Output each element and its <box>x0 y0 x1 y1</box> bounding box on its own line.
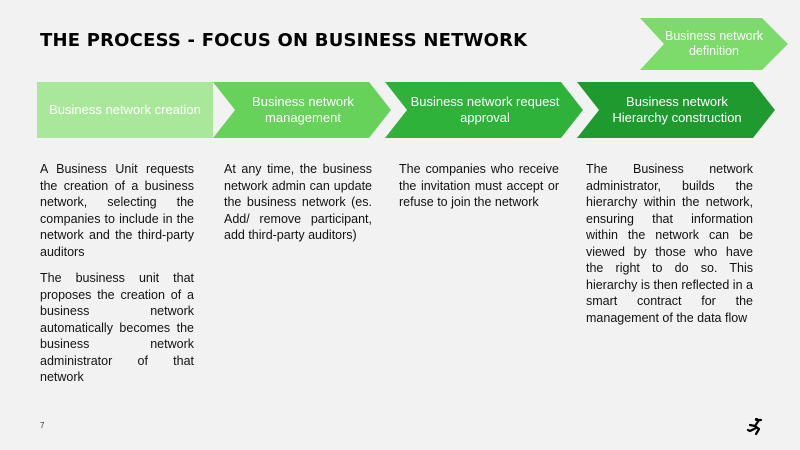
process-step-1-shape <box>37 82 213 138</box>
step-1-paragraph-2: The business unit that proposes the crea… <box>40 271 194 384</box>
process-step-3-label: Business network request approval <box>410 94 560 125</box>
process-step-2-label: Business network management <box>252 94 354 125</box>
page-number: 7 <box>40 421 45 430</box>
corner-arrow-business-network-definition: Business network definition <box>640 18 788 70</box>
step-4-description: The Business network administrator, buil… <box>586 161 753 336</box>
process-step-1-label: Business network creation <box>49 102 201 117</box>
running-figure-icon <box>744 417 764 437</box>
step-3-paragraph-1: The companies who receive the invitation… <box>399 162 559 209</box>
step-2-paragraph-1: At any time, the business network admin … <box>224 162 372 242</box>
process-step-3-shape <box>385 82 583 138</box>
page-title: THE PROCESS - FOCUS ON BUSINESS NETWORK <box>40 30 528 51</box>
process-step-3: Business network request approval <box>385 82 583 138</box>
process-step-4-label: Business network Hierarchy construction <box>612 94 742 125</box>
process-step-2-shape <box>213 82 391 138</box>
step-2-description: At any time, the business network admin … <box>224 161 372 254</box>
step-1-paragraph-1: A Business Unit requests the creation of… <box>40 162 194 259</box>
process-step-2: Business network management <box>213 82 391 138</box>
process-step-4: Business network Hierarchy construction <box>577 82 775 138</box>
corner-arrow-shape <box>640 18 788 70</box>
corner-arrow-label: Business network definition <box>665 29 763 58</box>
process-step-1: Business network creation <box>37 82 213 138</box>
step-1-description: A Business Unit requests the creation of… <box>40 161 194 396</box>
step-4-paragraph-1: The Business network administrator, buil… <box>586 162 753 325</box>
process-step-4-shape <box>577 82 775 138</box>
step-3-description: The companies who receive the invitation… <box>399 161 559 221</box>
